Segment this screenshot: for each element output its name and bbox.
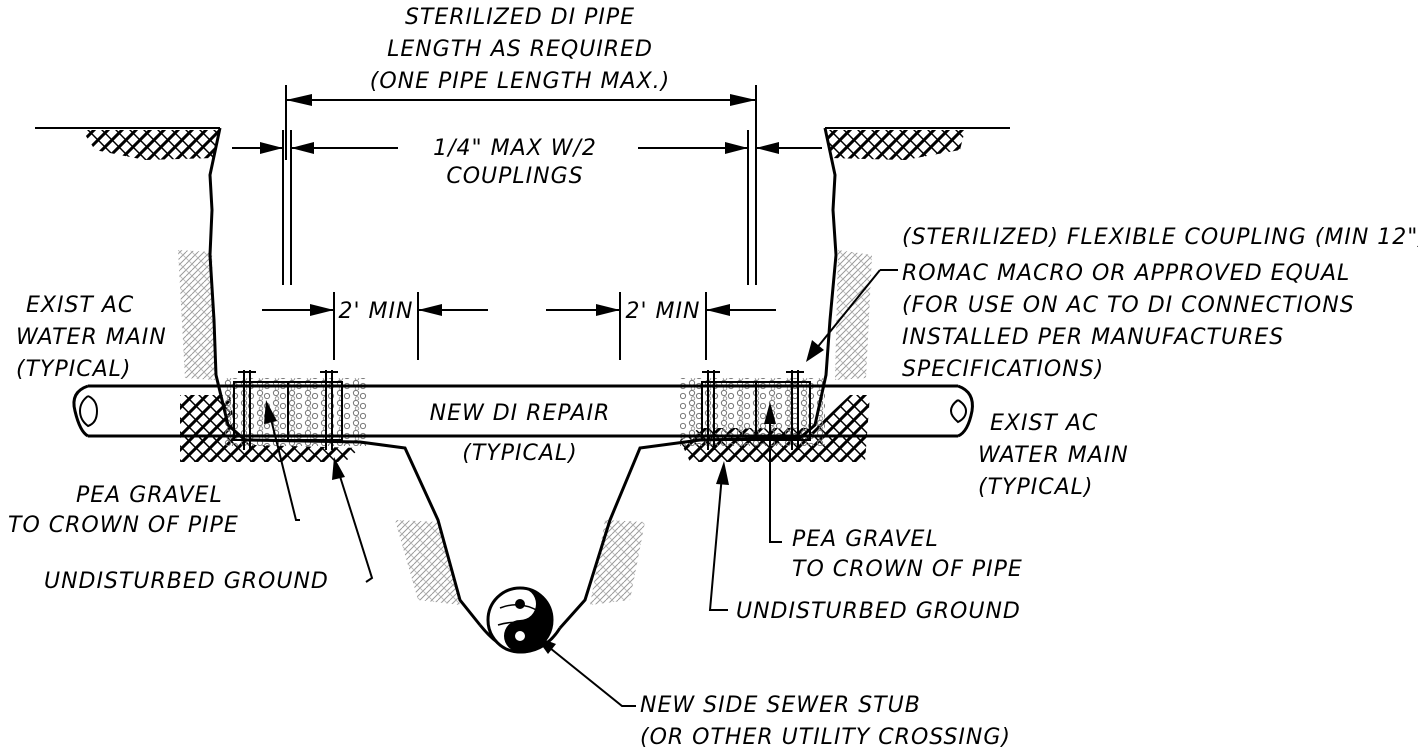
exist-right-label-2: WATER MAIN [978,443,1129,468]
coupling-label-5: SPECIFICATIONS) [902,357,1104,382]
gravel-right-label-1: PEA GRAVEL [792,527,939,552]
exist-right-label-3: (TYPICAL) [978,475,1093,500]
coupling-label-2: ROMAC MACRO OR APPROVED EQUAL [902,261,1350,286]
exist-right-label-1: EXIST AC [990,411,1098,436]
exist-left-label-1: EXIST AC [26,293,134,318]
repair-label-2: (TYPICAL) [462,441,577,466]
gap-label-2: COUPLINGS [446,164,583,189]
annotation-labels: STERILIZED DI PIPE LENGTH AS REQUIRED (O… [8,5,1418,750]
min-right-label: 2' MIN [626,299,701,324]
exist-left-label-3: (TYPICAL) [16,357,131,382]
coupling-label-1: (STERILIZED) FLEXIBLE COUPLING (MIN 12") [902,225,1418,250]
coupling-left [233,370,343,450]
coupling-label-3: (FOR USE ON AC TO DI CONNECTIONS [902,293,1355,318]
ground-left-label: UNDISTURBED GROUND [44,569,329,594]
sewer-label-2: (OR OTHER UTILITY CROSSING) [640,725,1011,750]
gravel-left-label-2: TO CROWN OF PIPE [8,513,239,538]
top-dim-label-3: (ONE PIPE LENGTH MAX.) [370,69,670,94]
ground-right-label: UNDISTURBED GROUND [736,599,1021,624]
surface-soil-hatch [82,130,965,160]
gap-label-1: 1/4" MAX W/2 [433,136,597,161]
min-dimension-right [546,292,776,360]
sewer-stub [486,586,554,654]
sewer-label-1: NEW SIDE SEWER STUB [640,693,921,718]
gap-dimension [232,130,822,285]
repair-label-1: NEW DI REPAIR [430,401,611,426]
gravel-right-label-2: TO CROWN OF PIPE [792,557,1023,582]
trench-wall-hatch [178,250,872,605]
top-dim-label-2: LENGTH AS REQUIRED [387,37,653,62]
min-dimension-left [262,292,488,360]
coupling-right [701,370,811,450]
coupling-label-4: INSTALLED PER MANUFACTURES [902,325,1284,350]
min-left-label: 2' MIN [339,299,414,324]
gravel-left-label-1: PEA GRAVEL [76,483,223,508]
top-dim-label-1: STERILIZED DI PIPE [405,5,635,30]
leader-lines [264,269,898,707]
exist-left-label-2: WATER MAIN [16,325,167,350]
